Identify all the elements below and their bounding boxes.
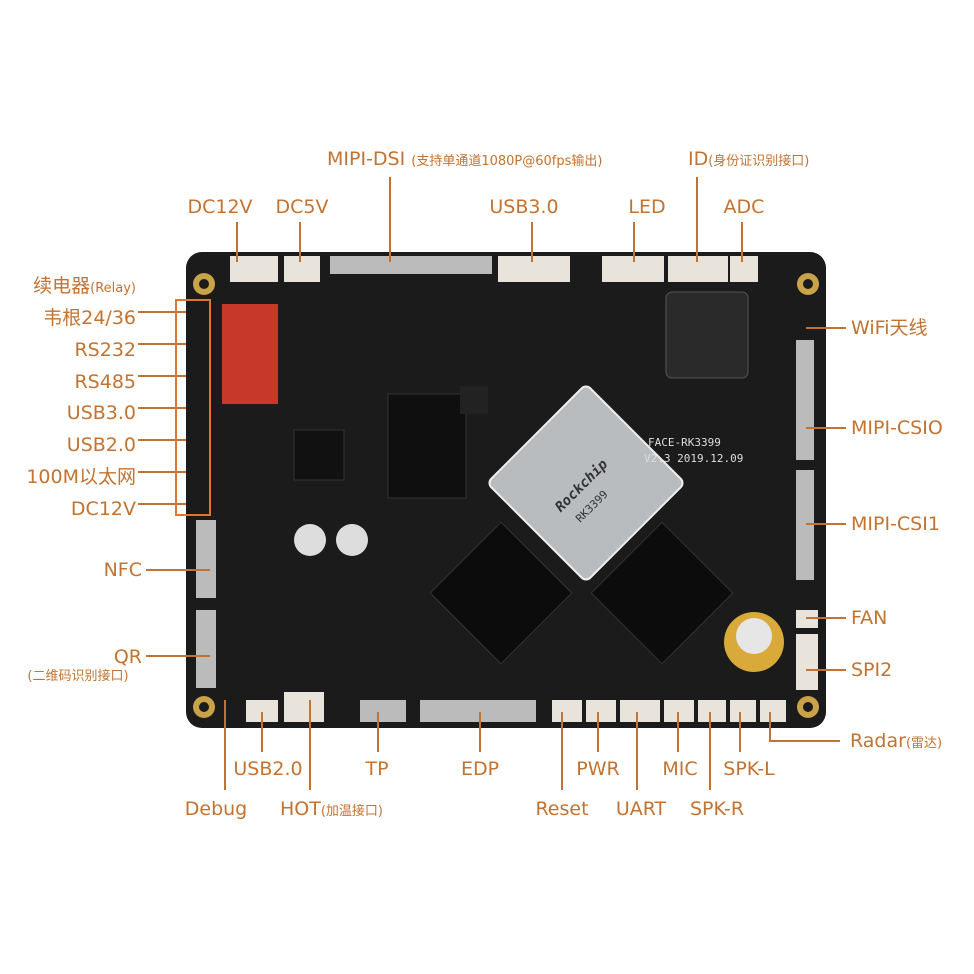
label-hot: HOT(加温接口) <box>280 798 384 820</box>
label-mic: MIC <box>662 758 698 780</box>
label-wifi: WiFi天线 <box>851 317 928 339</box>
label-uart: UART <box>615 798 667 820</box>
label-nfc: NFC <box>103 559 142 581</box>
label-dc12v-top: DC12V <box>187 196 253 218</box>
label-rs485: RS485 <box>74 371 136 393</box>
connectors <box>196 256 818 722</box>
label-spk-l: SPK-L <box>723 758 775 780</box>
label-debug: Debug <box>184 798 248 820</box>
label-qr-note: (二维码识别接口) <box>27 669 129 684</box>
label-usb20-bottom: USB2.0 <box>233 758 303 780</box>
label-rs232: RS232 <box>74 339 136 361</box>
label-adc: ADC <box>723 196 765 218</box>
label-usb30-top: USB3.0 <box>489 196 559 218</box>
label-pwr: PWR <box>576 758 620 780</box>
leader-lines <box>138 177 846 790</box>
board-model: FACE-RK3399 <box>648 436 721 449</box>
label-ethernet: 100M以太网 <box>26 466 136 488</box>
label-fan: FAN <box>851 607 888 629</box>
relay <box>222 304 278 404</box>
label-mipi-dsi: MIPI-DSI (支持单通道1080P@60fps输出) <box>327 148 603 170</box>
label-led: LED <box>628 196 666 218</box>
label-relay: 续电器(Relay) <box>33 275 136 297</box>
label-mipi-csi1: MIPI-CSI1 <box>851 513 940 535</box>
label-dc12v-left: DC12V <box>70 498 136 520</box>
soc-chip <box>488 385 684 581</box>
label-mipi-csi0: MIPI-CSIO <box>851 417 943 439</box>
label-id: ID(身份证识别接口) <box>688 148 810 170</box>
label-tp: TP <box>365 758 389 780</box>
label-spk-r: SPK-R <box>689 798 745 820</box>
label-qr: QR <box>113 646 142 668</box>
label-wiegand: 韦根24/36 <box>43 307 136 329</box>
label-reset: Reset <box>535 798 589 820</box>
label-spi2: SPI2 <box>851 659 893 681</box>
label-usb30-left: USB3.0 <box>66 402 136 424</box>
label-edp: EDP <box>460 758 500 780</box>
board-version: V2.3 2019.12.09 <box>644 452 744 465</box>
label-radar: Radar(雷达) <box>850 730 943 752</box>
label-dc5v: DC5V <box>275 196 329 218</box>
label-usb20-left: USB2.0 <box>66 434 136 456</box>
